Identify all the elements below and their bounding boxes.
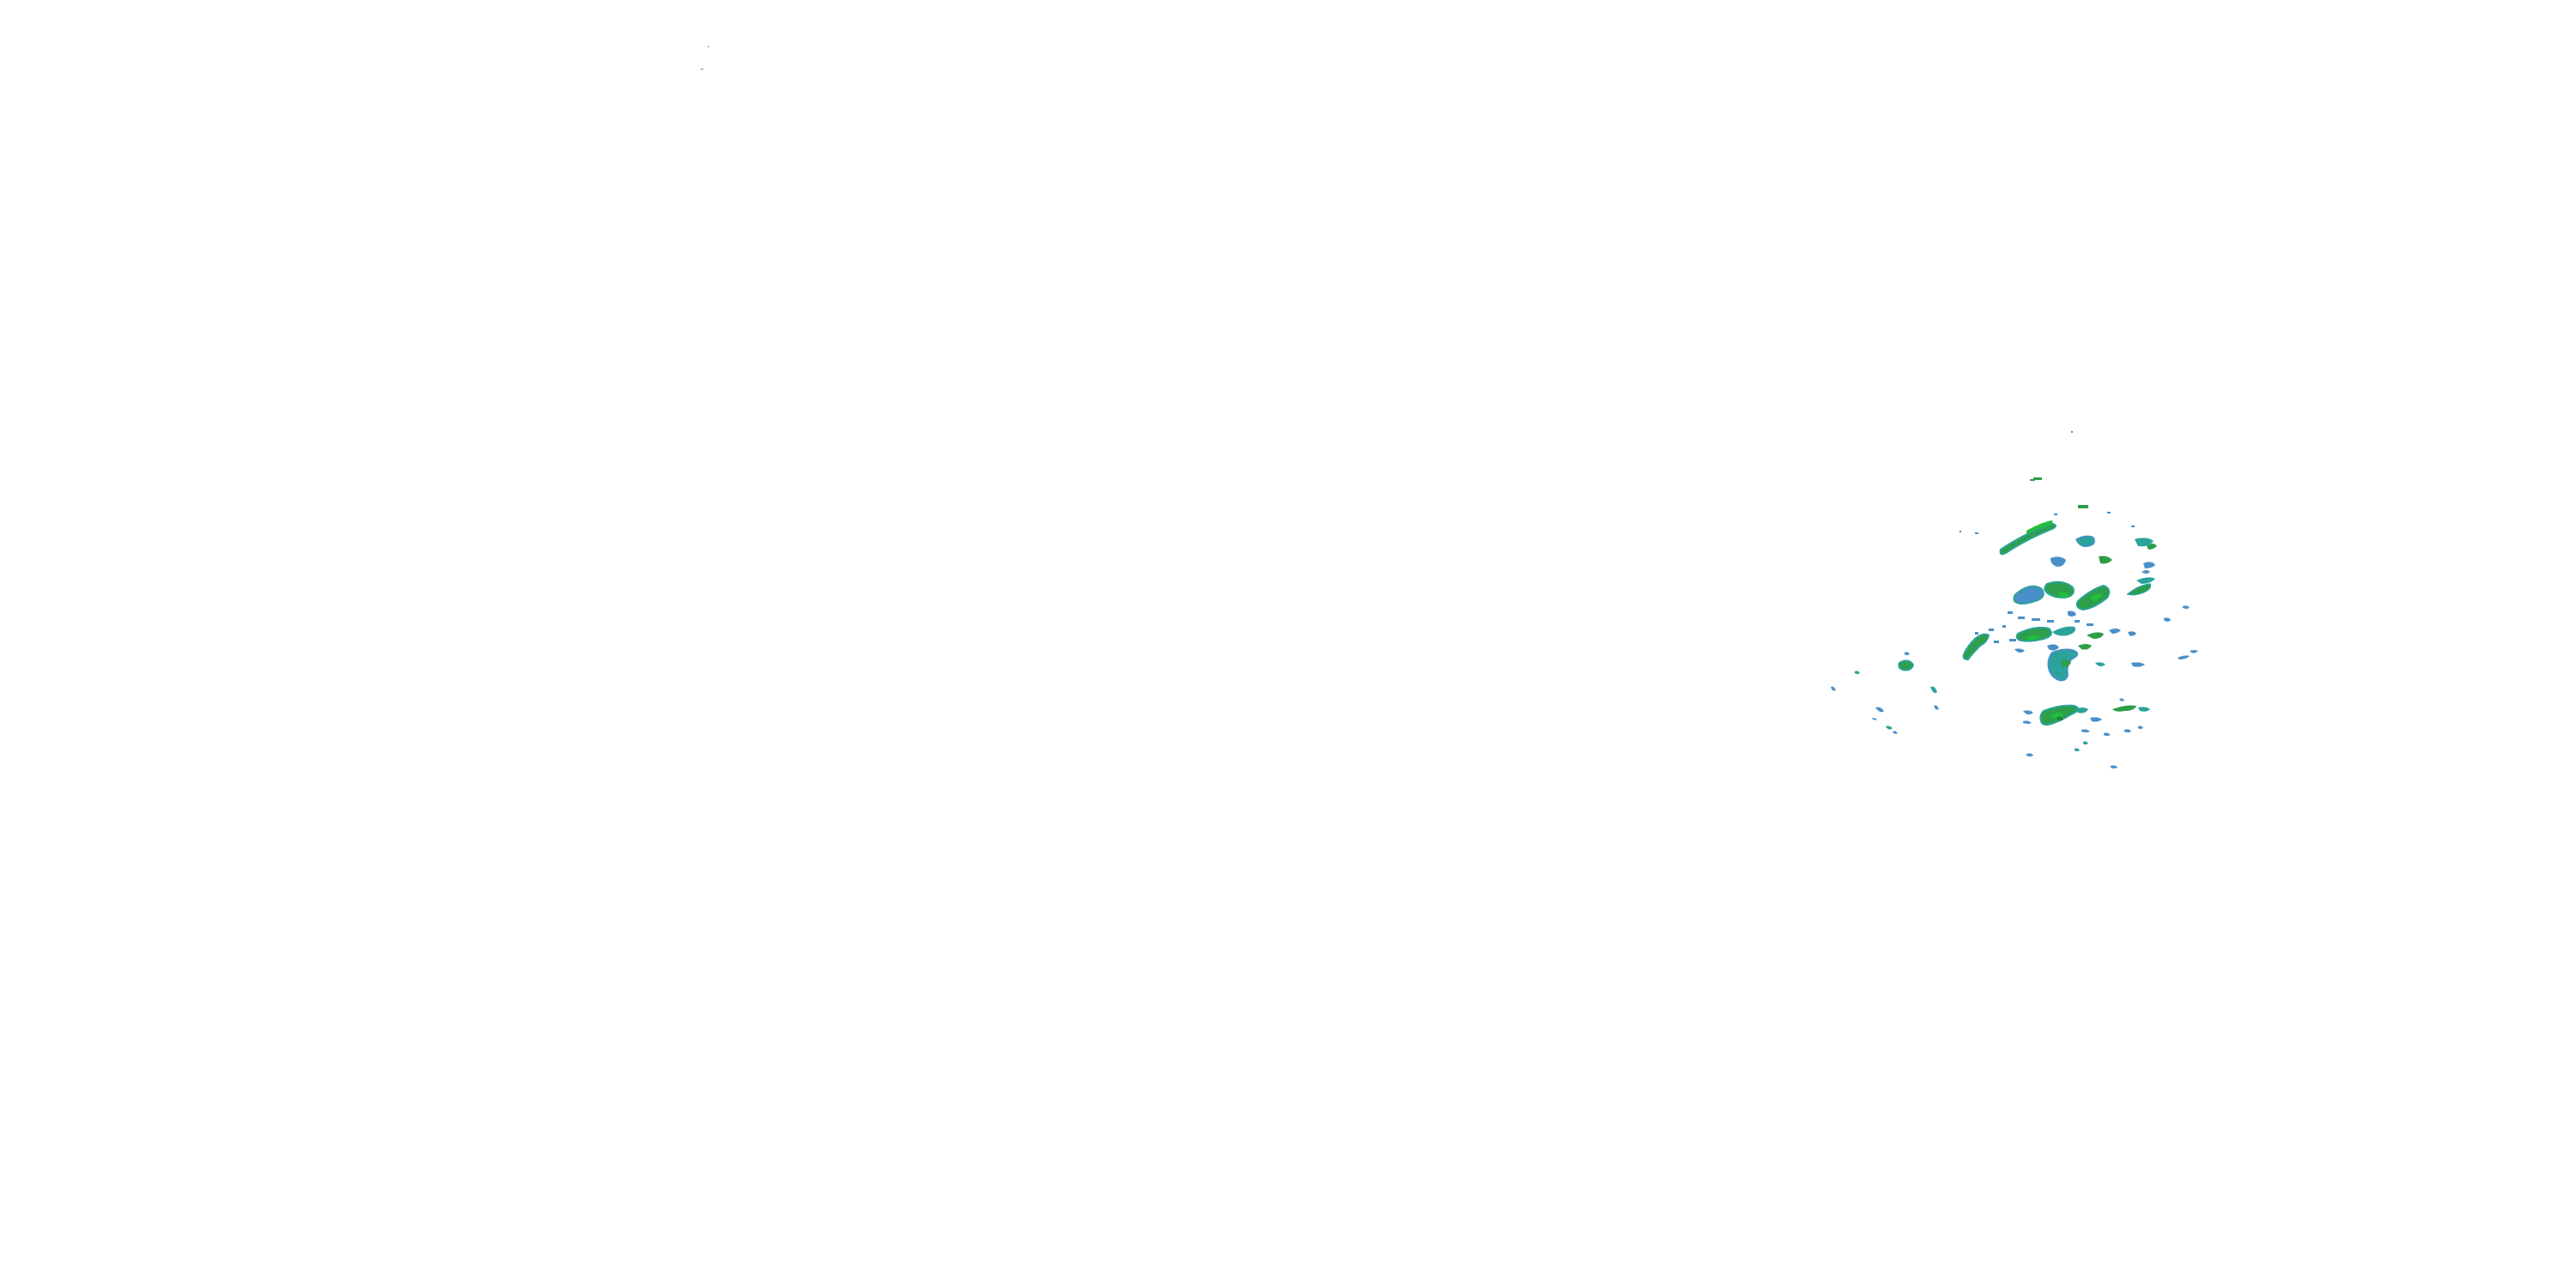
radar-echo-cell [1975,532,1978,534]
radar-echo-cell [2023,710,2033,714]
radar-echo-cluster [1831,431,2198,769]
radar-echo-cell [2075,748,2080,751]
radar-echo-cell [2050,713,2064,719]
radar-echo-cell [2128,631,2136,636]
radar-echo-cell [2147,544,2157,550]
radar-echo-cell [2124,729,2131,732]
radar-echo-cell [1831,686,1836,691]
radar-echo-cell [1905,652,1910,655]
radar-echo-cell [2023,720,2032,724]
radar-specks-northwest [701,46,709,70]
radar-echo-cell [2059,592,2069,598]
radar-echo-cell [2013,585,2044,605]
radar-echo-cell [2057,716,2063,721]
radar-echo-cell [2119,698,2124,702]
radar-echo-cell [2081,729,2090,732]
radar-echo-cell [1855,671,1860,674]
radar-echo-cell [2026,635,2040,641]
radar-echo-cell [2095,662,2105,666]
radar-echo-cell [2047,644,2059,651]
radar-echo-cell [1930,686,1937,694]
radar-echo-cell [2131,526,2135,527]
radar-echo-cell [1934,705,1939,710]
radar-echo-cell [2033,477,2042,480]
radar-echo-cell [2136,577,2155,584]
radar-echo-cell [2107,512,2111,513]
radar-echo-cell [2178,655,2190,659]
radar-echo-cell [2104,732,2111,736]
radar-echo-cell [2099,556,2112,564]
radar-echo-cell [1898,659,1915,671]
radar-echo-cell [2190,650,2198,653]
radar-echo-cell [2026,753,2033,756]
radar-echo-cell [1999,522,2057,556]
radar-echo-cell [2126,583,2152,596]
radar-echo-cell [2026,520,2053,534]
radar-echo-cell [2131,662,2145,667]
radar-echo-cell [2061,659,2071,667]
radar-echo-cell [2090,717,2102,722]
radar-echo-cell [2090,593,2102,601]
radar-echo-cell [2183,605,2190,609]
radar-echo-cell [2109,629,2121,634]
radar-echo-cell [1893,731,1898,734]
radar-echo-cell [1875,707,1884,713]
radar-echo-cell [2083,741,2088,744]
radar-echo-cell [1886,726,1893,730]
radar-echo-cell [2030,479,2035,481]
radar-echo-cell [2054,513,2057,515]
radar-echo-cell [2138,707,2150,712]
radar-echo-trail [1975,611,2093,643]
radar-echo-cell [2052,626,2075,636]
radar-echo-cell [2068,611,2076,617]
radar-echo-cell [2135,538,2154,547]
radar-echo-cell [2014,648,2025,653]
radar-echo-cell [1872,718,1877,720]
radar-echo-cell [2138,726,2143,729]
radar-echo-cell [1962,633,1990,661]
radar-echo-cell [2164,617,2171,622]
radar-echo-cell [2071,431,2073,433]
radar-echo-cell [2112,705,2136,712]
radar-echo-cell [2087,632,2104,639]
radar-echo-cell [2143,562,2155,568]
radar-echo-cell [2142,570,2150,574]
radar-echo-cell [2111,765,2117,769]
radar-echo-cell [2078,505,2088,508]
radar-echo-cell [2075,535,2095,548]
radar-echo-cell [1959,531,1961,532]
radar-echo-cell [2050,556,2066,567]
radar-echo-cell [2015,626,2052,642]
radar-echo-cell [2078,644,2092,650]
radar-echo-cell [2075,708,2088,714]
